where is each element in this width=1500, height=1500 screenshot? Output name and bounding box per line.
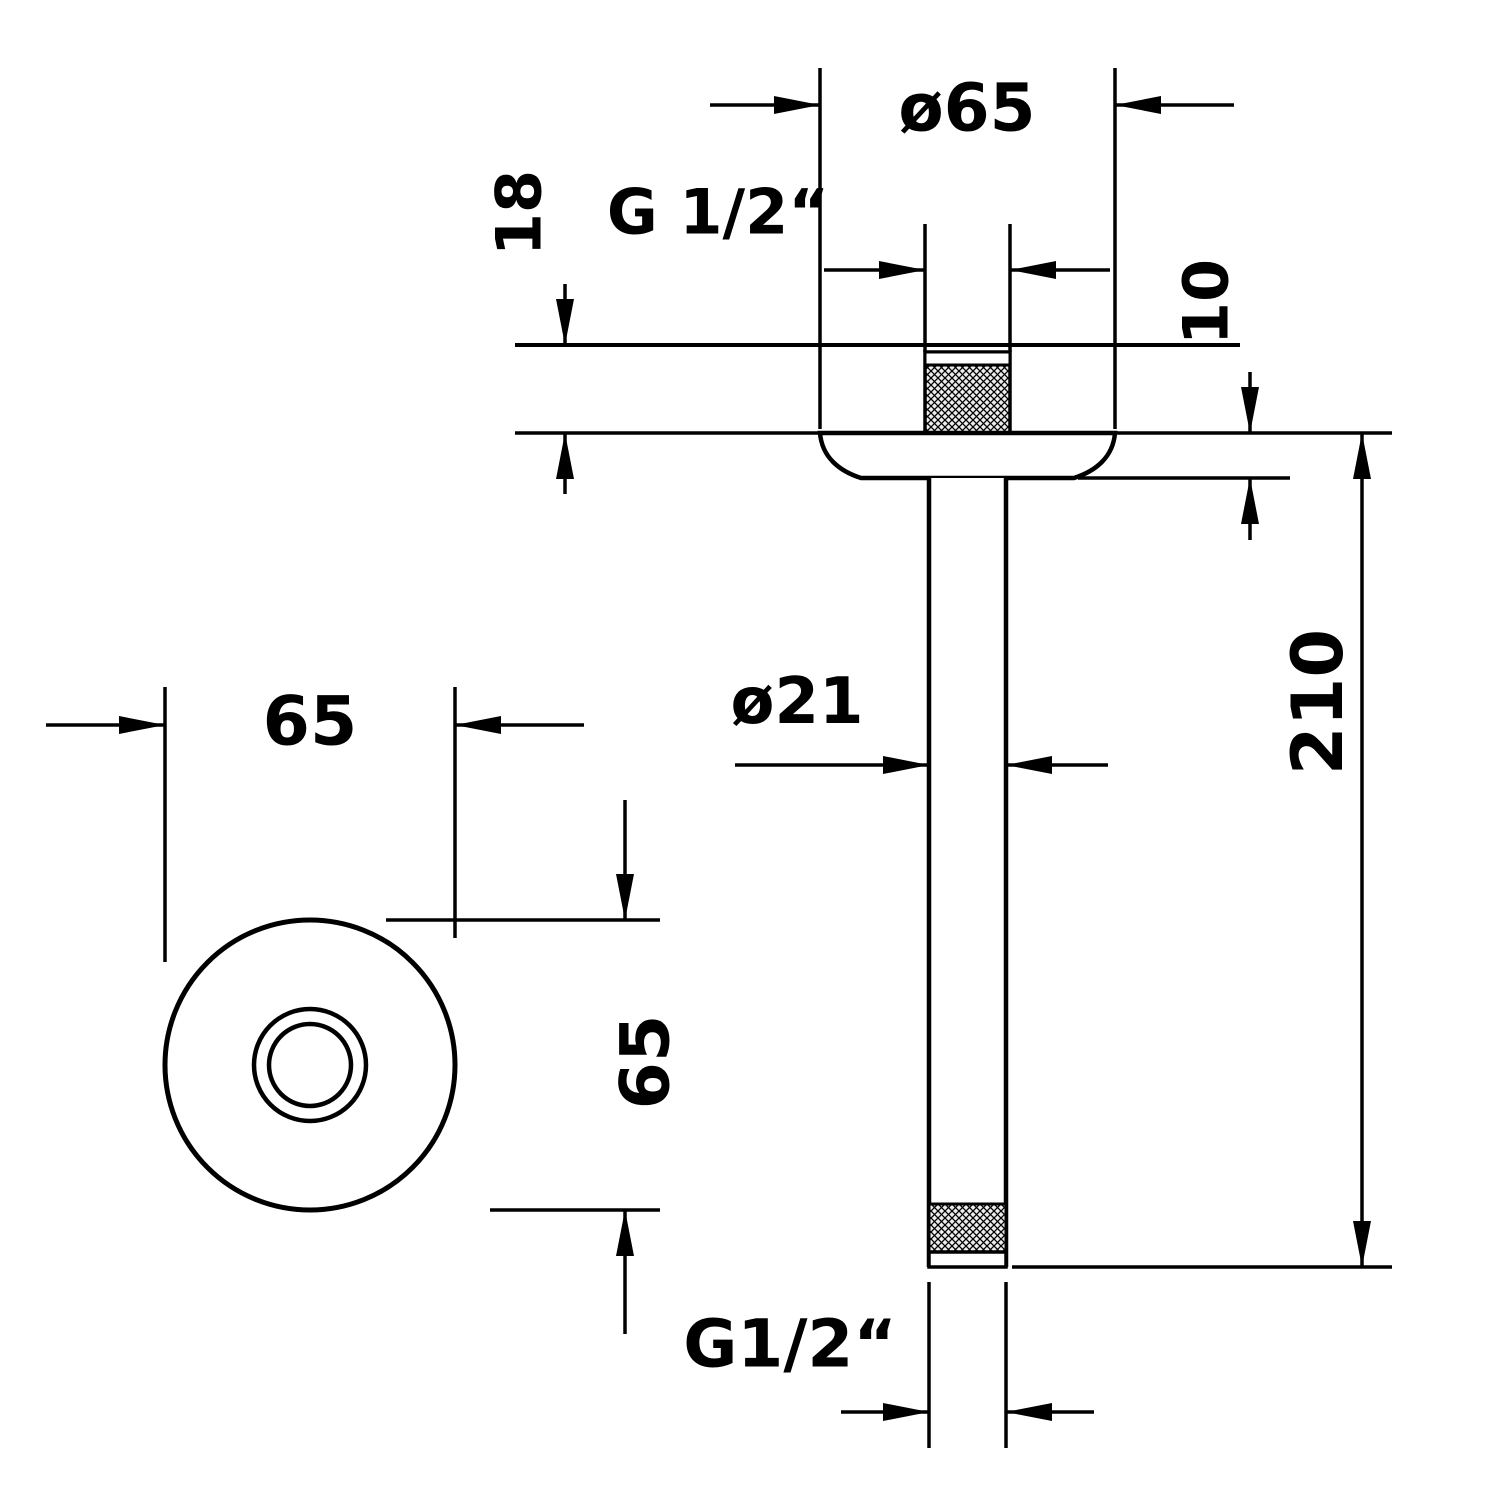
flange [817,430,1118,481]
pipe-body [929,478,1006,1267]
bottom-thread-knurl [927,1202,1008,1255]
pipe [926,478,1009,1267]
pipe-ring-inner-circle [266,1021,354,1109]
dim-label-front-width: 65 [263,683,358,762]
top-thread [923,350,1012,435]
dim-flange-diameter: ø65 [710,68,1234,429]
side-view [515,343,1240,1269]
front-view [162,917,458,1213]
dim-label-flange-thickness: 10 [1170,259,1243,345]
dim-front-width: 65 [46,683,584,962]
dim-pipe-diameter: ø21 [730,665,1108,774]
dim-label-top-thread: G 1/2“ [607,176,829,249]
dim-top-thread: G 1/2“ [607,176,1110,352]
dim-arm-length: 210 [1012,433,1392,1269]
bottom-thread [927,1202,1008,1269]
dim-bottom-thread: G1/2“ [683,1282,1094,1448]
bottom-thread-tip [927,1250,1008,1269]
dim-label-front-height: 65 [607,1015,686,1110]
dim-label-bottom-thread: G1/2“ [683,1306,897,1383]
dim-front-height: 65 [386,800,686,1334]
dim-thread-length: 18 [483,170,819,494]
dim-label-arm-length: 210 [1277,629,1359,775]
dim-label-thread-length: 18 [483,170,556,256]
top-thread-tip [923,350,1012,367]
dim-label-flange-diameter: ø65 [898,70,1035,147]
dim-flange-thickness: 10 [1078,259,1392,540]
dim-label-pipe-diameter: ø21 [730,665,863,739]
